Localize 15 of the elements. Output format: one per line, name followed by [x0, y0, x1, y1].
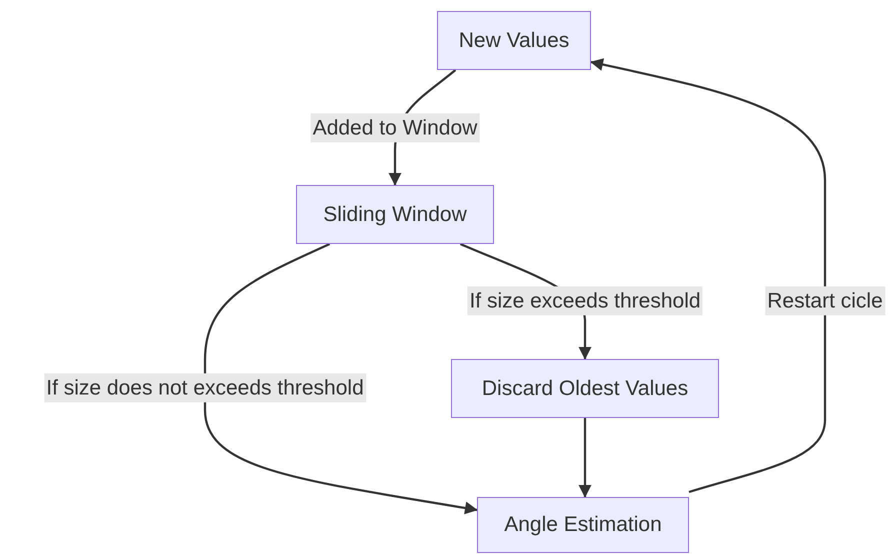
process-box [296, 185, 494, 244]
node-label: New Values [458, 28, 570, 52]
edge-label: Restart cicle [765, 286, 885, 316]
edge-label: If size does not exceeds threshold [44, 373, 366, 403]
arrow [204, 243, 478, 514]
process-box [437, 11, 591, 70]
arrow [590, 58, 826, 494]
process-box [451, 359, 719, 418]
process-box [477, 497, 689, 553]
edge-label: If size exceeds threshold [467, 286, 703, 316]
node-label: Angle Estimation [504, 513, 662, 537]
node-label: Sliding Window [323, 202, 467, 226]
node-label: Discard Oldest Values [482, 376, 688, 400]
arrow [578, 418, 592, 498]
edge-label: Added to Window [310, 113, 480, 143]
